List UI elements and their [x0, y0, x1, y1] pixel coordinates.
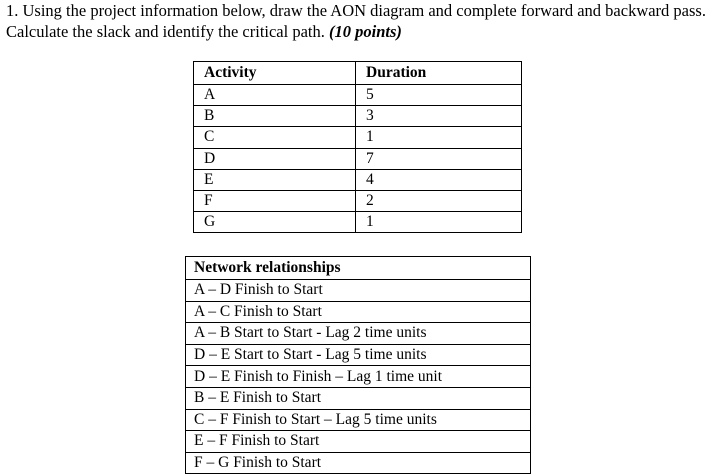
table-row: C 1	[193, 126, 522, 149]
activity-cell: G	[193, 211, 356, 234]
relationship-cell: A – C Finish to Start	[185, 300, 531, 324]
table-row: D – E Finish to Finish – Lag 1 time unit	[185, 365, 531, 388]
relationship-cell: A – B Start to Start - Lag 2 time units	[185, 322, 531, 345]
activity-cell: E	[193, 168, 356, 191]
table-row: A – B Start to Start - Lag 2 time units	[185, 322, 531, 345]
duration-cell: 1	[355, 126, 522, 149]
activity-cell: F	[193, 189, 356, 213]
duration-column-header: Duration	[355, 61, 522, 85]
network-table-header-row: Network relationships	[185, 256, 531, 280]
network-relationships-table: Network relationships A – D Finish to St…	[185, 256, 531, 474]
activity-cell: D	[193, 147, 356, 170]
table-row: E – F Finish to Start	[185, 430, 531, 453]
duration-cell: 7	[355, 147, 522, 170]
table-row: C – F Finish to Start – Lag 5 time units	[185, 408, 531, 432]
network-relationships-header: Network relationships	[185, 256, 531, 280]
table-row: A – C Finish to Start	[185, 300, 531, 324]
activity-cell: B	[193, 105, 356, 128]
question-points: (10 points)	[329, 22, 402, 41]
activity-cell: A	[193, 83, 356, 107]
table-row: A – D Finish to Start	[185, 279, 531, 302]
duration-cell: 3	[355, 105, 522, 128]
relationship-cell: A – D Finish to Start	[185, 279, 531, 302]
table-row: A 5	[193, 83, 522, 107]
table-row: F 2	[193, 189, 522, 213]
table-row: B – E Finish to Start	[185, 386, 531, 410]
table-row: G 1	[193, 211, 522, 234]
duration-cell: 1	[355, 211, 522, 234]
duration-cell: 4	[355, 168, 522, 191]
table-row: B 3	[193, 105, 522, 128]
relationship-cell: C – F Finish to Start – Lag 5 time units	[185, 408, 531, 432]
activity-table-header-row: Activity Duration	[193, 61, 522, 85]
relationship-cell: E – F Finish to Start	[185, 430, 531, 453]
activity-duration-table: Activity Duration A 5 B 3 C 1 D 7 E 4 F …	[193, 61, 522, 234]
activity-cell: C	[193, 126, 356, 149]
relationship-cell: B – E Finish to Start	[185, 386, 531, 410]
relationship-cell: D – E Finish to Finish – Lag 1 time unit	[185, 365, 531, 388]
table-row: D – E Start to Start - Lag 5 time units	[185, 343, 531, 367]
relationship-cell: F – G Finish to Start	[185, 451, 531, 474]
duration-cell: 2	[355, 189, 522, 213]
relationship-cell: D – E Start to Start - Lag 5 time units	[185, 343, 531, 367]
activity-column-header: Activity	[193, 61, 356, 85]
duration-cell: 5	[355, 83, 522, 107]
question-body: 1. Using the project information below, …	[6, 1, 706, 41]
table-row: E 4	[193, 168, 522, 191]
table-row: D 7	[193, 147, 522, 170]
table-row: F – G Finish to Start	[185, 451, 531, 474]
question-text: 1. Using the project information below, …	[6, 0, 718, 42]
